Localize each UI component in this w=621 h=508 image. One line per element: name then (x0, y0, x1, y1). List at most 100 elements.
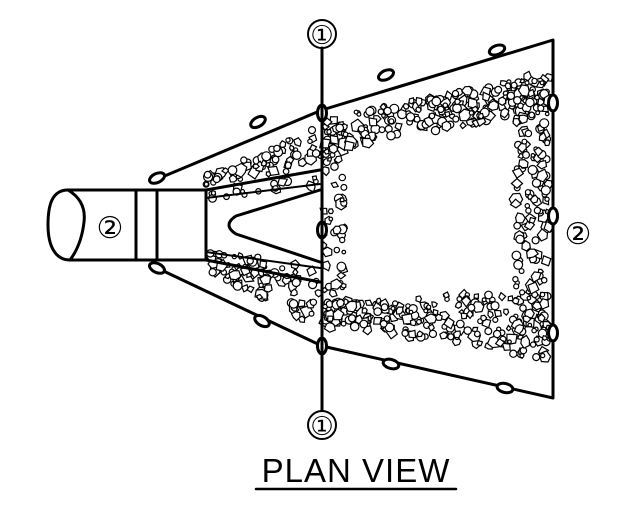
riprap-rock (481, 297, 487, 303)
riprap-rock (208, 268, 217, 277)
riprap-rock (273, 144, 281, 153)
riprap-rock (263, 284, 273, 293)
riprap-rock (540, 254, 552, 267)
riprap-rock (498, 291, 507, 302)
riprap-rock (284, 161, 293, 169)
riprap-rock (540, 276, 548, 284)
riprap-rock (339, 197, 345, 203)
boundary-stakes (148, 43, 559, 395)
riprap-rock (347, 314, 357, 323)
riprap-rock (409, 318, 417, 327)
riprap-rock (285, 137, 291, 143)
riprap-rock (527, 281, 540, 295)
riprap-rock (535, 168, 549, 183)
riprap-rock (246, 285, 255, 294)
riprap-rock (377, 108, 385, 116)
stake-marker (377, 68, 395, 82)
riprap-rock (499, 107, 510, 119)
riprap-rock (470, 105, 480, 114)
riprap-rock (328, 143, 338, 155)
riprap-rock (291, 277, 301, 288)
riprap-rock (308, 310, 315, 317)
riprap-rock (276, 177, 289, 187)
riprap-rock (454, 98, 462, 106)
riprap-rock (326, 315, 334, 322)
riprap-rock (494, 337, 506, 348)
riprap-rock (365, 106, 375, 117)
riprap-rock (260, 159, 268, 167)
riprap-rock (510, 81, 518, 89)
riprap-rock (343, 140, 355, 152)
riprap-rock (452, 103, 462, 114)
riprap-rock (405, 112, 416, 122)
riprap-rock (293, 137, 302, 148)
riprap-rock (392, 300, 399, 307)
riprap-rock (212, 175, 221, 184)
riprap-rock (439, 331, 449, 340)
riprap-rock (518, 268, 525, 275)
riprap-rock (505, 324, 512, 332)
riprap-rock (533, 336, 540, 343)
riprap-rock (423, 116, 435, 128)
riprap-rock (452, 115, 460, 123)
riprap-rock (530, 271, 542, 284)
riprap-rock (332, 225, 342, 235)
riprap-rock (528, 216, 537, 225)
riprap-rock (504, 82, 512, 90)
riprap-rock (336, 271, 347, 280)
riprap-rock (527, 322, 533, 328)
culvert-pipe (46, 188, 208, 262)
outlet-callout: ② (565, 217, 592, 252)
riprap-rock (252, 163, 261, 170)
riprap-rock (425, 303, 432, 310)
riprap-rock (259, 260, 268, 269)
riprap-rock (543, 139, 551, 147)
riprap-rock (456, 296, 463, 303)
riprap-rock (529, 194, 539, 204)
riprap-rock (415, 96, 423, 108)
riprap-rock (344, 300, 358, 313)
riprap-rock (297, 299, 306, 308)
riprap-rock (394, 122, 403, 132)
riprap-rock (333, 246, 341, 254)
riprap-rock (539, 291, 546, 298)
riprap-rock (434, 313, 443, 321)
riprap-rock (292, 267, 299, 277)
riprap-rock (531, 327, 537, 334)
riprap-rock (525, 207, 532, 214)
riprap-rock (416, 330, 424, 338)
riprap-rock (455, 319, 465, 329)
stake-marker (547, 93, 559, 113)
riprap-rock (203, 170, 212, 179)
riprap-rock (482, 91, 491, 102)
riprap-rock (309, 298, 318, 306)
riprap-rock (342, 131, 349, 138)
stake-marker (148, 261, 166, 275)
riprap-rock (537, 104, 545, 112)
riprap-rock (297, 157, 308, 168)
riprap-rock (524, 80, 530, 86)
riprap-rock (402, 102, 410, 110)
riprap-rock (395, 306, 404, 315)
riprap-rock (288, 299, 299, 309)
riprap-rock (259, 274, 272, 285)
riprap-rock (427, 323, 436, 333)
riprap-rock (210, 189, 217, 197)
riprap-rock (232, 280, 243, 291)
riprap-rock (386, 130, 396, 141)
riprap-rock (341, 249, 347, 255)
riprap-rock (463, 326, 473, 335)
stake-marker (487, 43, 507, 57)
stake-marker (381, 357, 401, 371)
riprap-rock (518, 289, 526, 296)
riprap-rock (380, 303, 389, 312)
riprap-rock (416, 318, 422, 325)
riprap-rock (452, 330, 462, 339)
riprap-rock (442, 291, 450, 299)
riprap-rock (407, 329, 417, 339)
riprap-rock (335, 123, 345, 133)
riprap-rock (339, 236, 346, 244)
riprap-rock (326, 128, 332, 136)
riprap-rock (432, 308, 439, 316)
